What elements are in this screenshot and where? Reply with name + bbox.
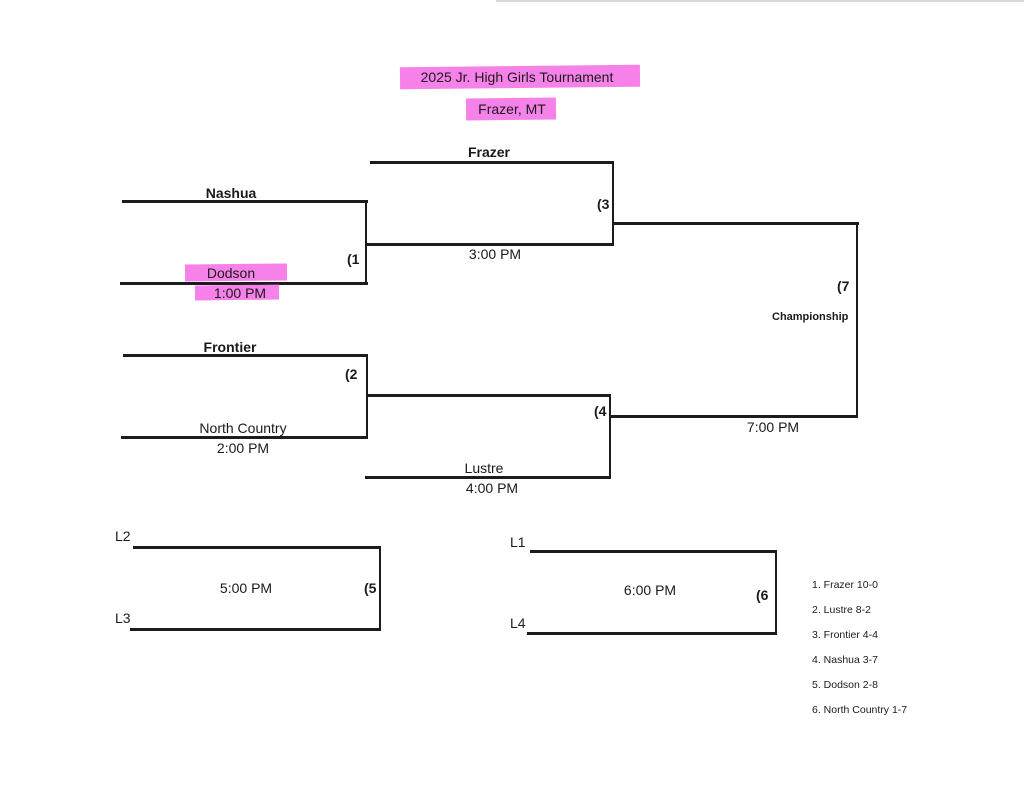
game1-top-line (122, 200, 368, 203)
game6-slot-top: L1 (510, 534, 526, 550)
tournament-title: 2025 Jr. High Girls Tournament (420, 69, 614, 85)
game1-number: (1 (347, 251, 360, 267)
game7-top-line (614, 222, 859, 225)
game1-connector (365, 200, 367, 285)
game4-bottom-line (365, 476, 611, 479)
game6-top-line (530, 550, 777, 553)
standing-item: 1. Frazer 10-0 (812, 579, 878, 591)
game5-top-line (133, 546, 381, 549)
game7-connector (856, 222, 858, 418)
game3-number: (3 (597, 196, 610, 212)
game1-time: 1:00 PM (213, 285, 267, 301)
game6-bottom-line (527, 632, 777, 635)
game3-team-top: Frazer (467, 144, 511, 160)
game2-team-top: Frontier (203, 339, 257, 355)
game1-bottom-line (120, 282, 368, 285)
game1-team-top: Nashua (205, 185, 257, 201)
game2-connector (366, 354, 368, 438)
game2-top-line (123, 354, 368, 357)
game4-number: (4 (594, 403, 607, 419)
game5-number: (5 (364, 580, 377, 596)
game3-time: 3:00 PM (468, 246, 522, 262)
game7-number: (7 (837, 278, 850, 294)
game5-slot-bottom: L3 (115, 610, 131, 626)
standing-item: 3. Frontier 4-4 (812, 629, 878, 641)
scan-edge-line (496, 0, 1024, 2)
game5-time: 5:00 PM (219, 580, 273, 596)
game2-bottom-line (121, 436, 368, 439)
game6-slot-bottom: L4 (510, 615, 526, 631)
game6-connector (775, 550, 777, 635)
game1-team-bottom: Dodson (206, 265, 256, 281)
game2-number: (2 (345, 366, 358, 382)
game5-connector (379, 546, 381, 631)
game4-top-line (368, 394, 611, 397)
game3-top-line (370, 161, 614, 164)
game7-time: 7:00 PM (746, 419, 800, 435)
game5-bottom-line (130, 628, 381, 631)
standing-item: 4. Nashua 3-7 (812, 654, 878, 666)
game4-time: 4:00 PM (465, 480, 519, 496)
tournament-location: Frazer, MT (478, 101, 546, 117)
game7-bottom-line (611, 415, 857, 418)
game4-connector (609, 394, 611, 479)
game6-number: (6 (756, 587, 769, 603)
game4-team-bottom: Lustre (464, 460, 504, 476)
standing-item: 5. Dodson 2-8 (812, 679, 878, 691)
game2-time: 2:00 PM (216, 440, 270, 456)
game2-team-bottom: North Country (199, 420, 287, 436)
game5-slot-top: L2 (115, 528, 131, 544)
championship-label: Championship (772, 311, 849, 323)
standing-item: 2. Lustre 8-2 (812, 604, 871, 616)
standing-item: 6. North Country 1-7 (812, 704, 908, 716)
game6-time: 6:00 PM (623, 582, 677, 598)
game3-connector (612, 161, 614, 246)
game3-bottom-line (366, 243, 614, 246)
